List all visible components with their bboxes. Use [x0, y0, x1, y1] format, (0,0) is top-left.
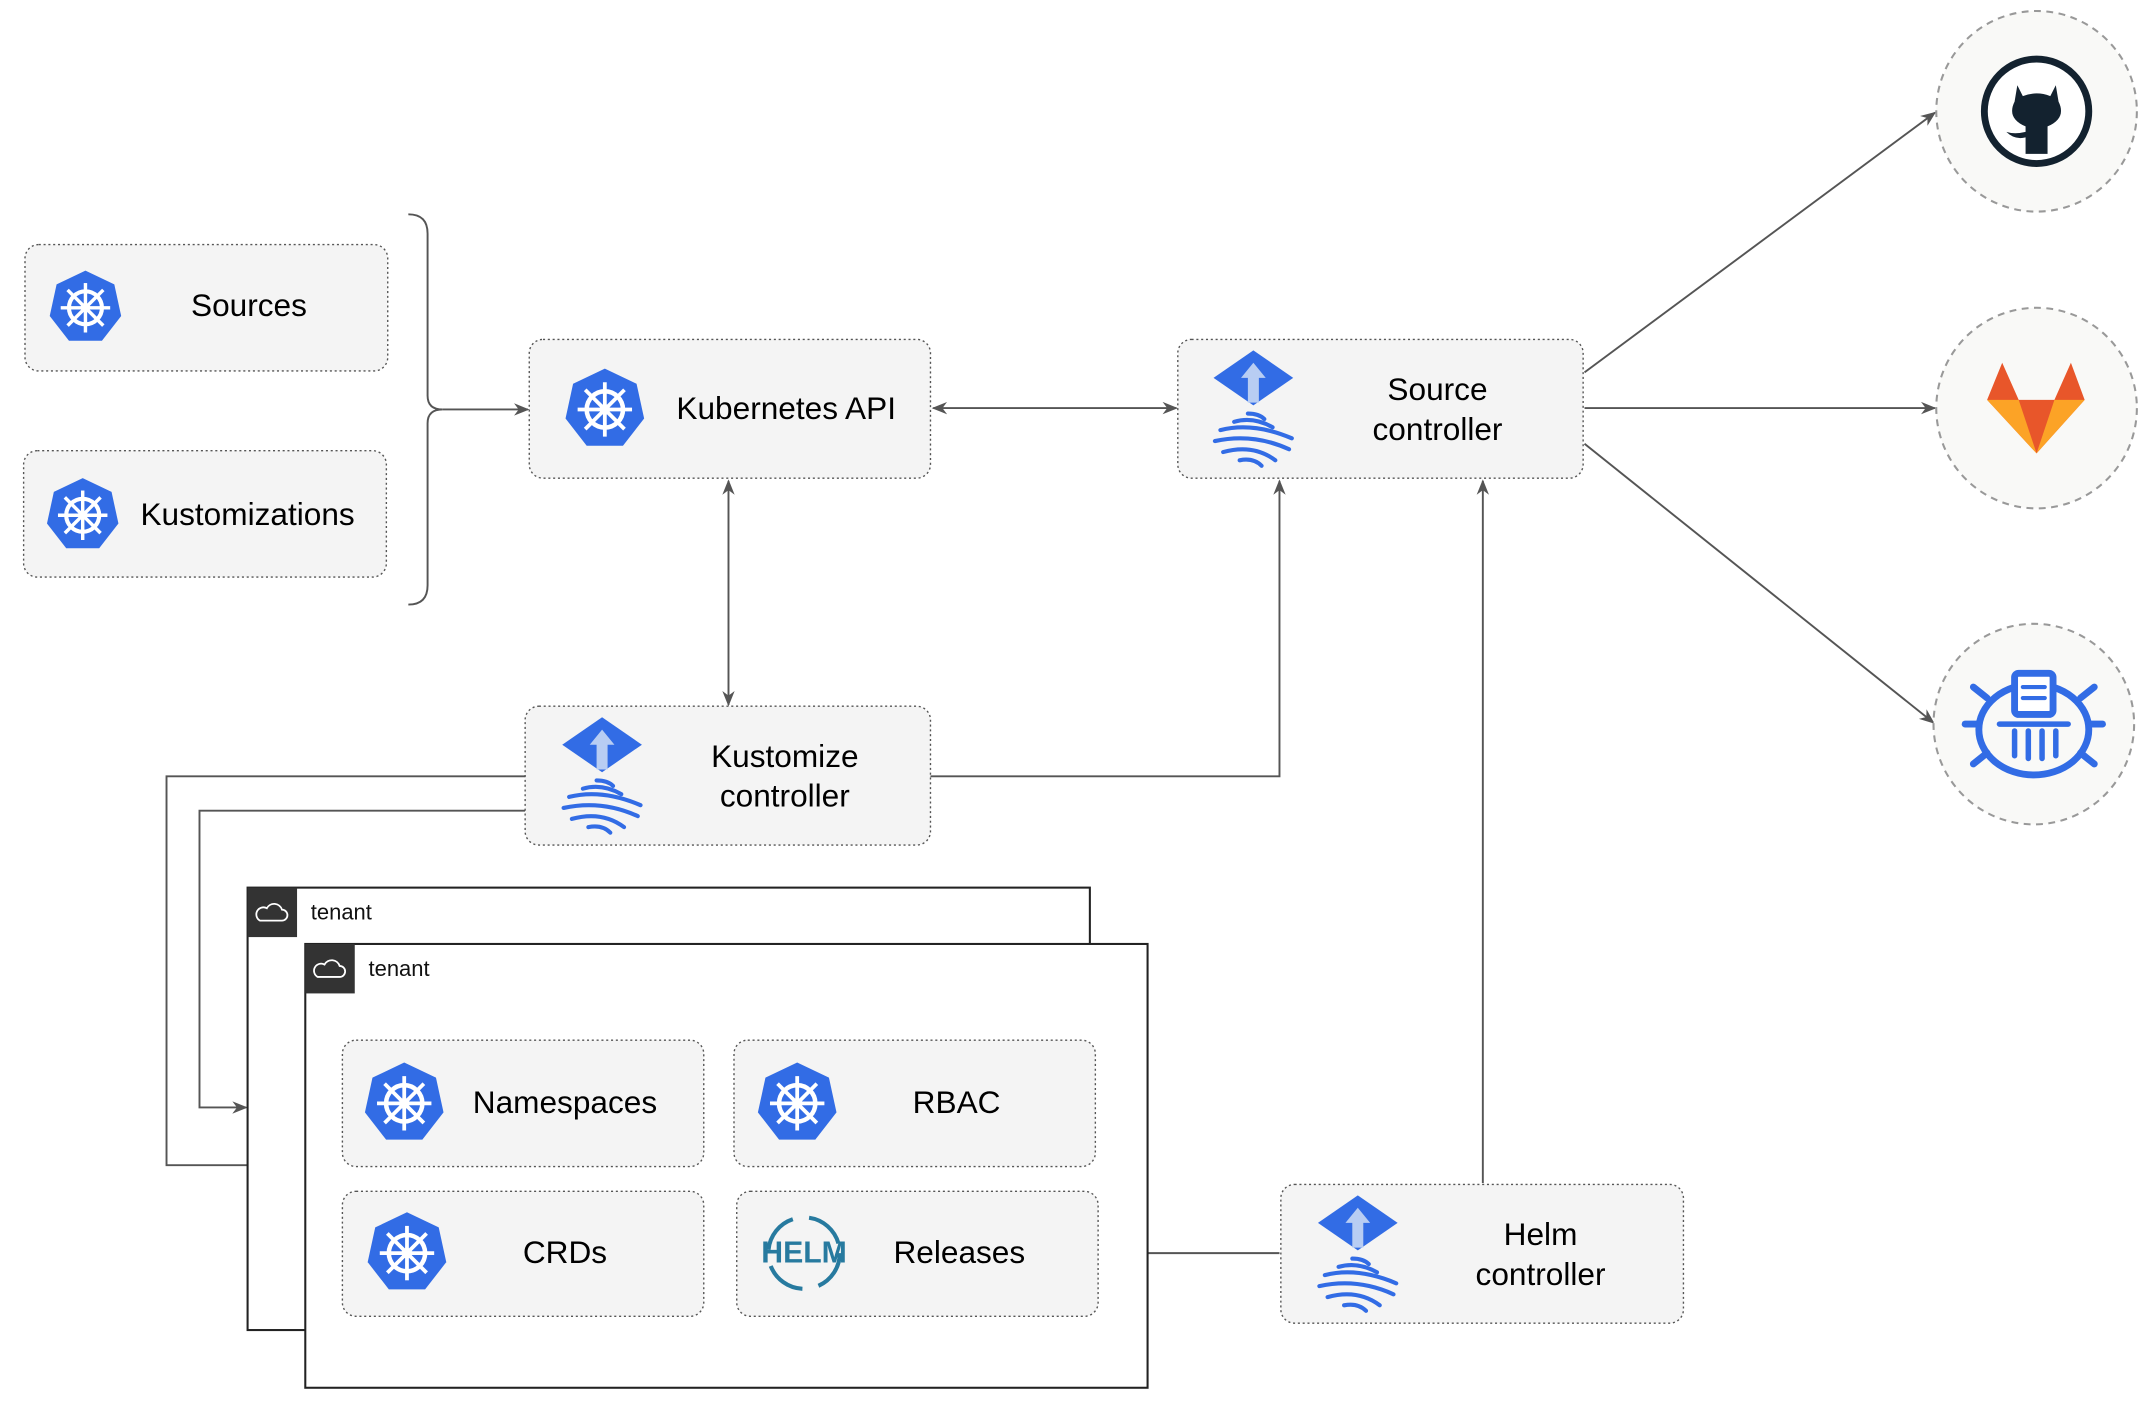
- node-kustomizations[interactable]: Kustomizations: [22, 449, 388, 578]
- node-helm-controller[interactable]: Helm controller: [1280, 1183, 1685, 1324]
- helm-repository-node[interactable]: [1932, 622, 2136, 826]
- cloud-icon: [313, 959, 346, 978]
- kustomize-controller-label-2: controller: [720, 778, 850, 814]
- arrow-kustomize-tenant-front: [165, 775, 526, 1172]
- node-releases[interactable]: HELM Releases: [736, 1190, 1099, 1318]
- node-namespaces[interactable]: Namespaces: [341, 1039, 705, 1168]
- gitlab-node[interactable]: [1935, 306, 2138, 510]
- kustomize-controller-label: Kustomize: [711, 738, 858, 774]
- sources-label: Sources: [191, 287, 307, 323]
- arrow-source-github: [1583, 111, 1937, 374]
- node-sources[interactable]: Sources: [24, 243, 389, 372]
- source-controller-label-2: controller: [1373, 411, 1503, 447]
- rbac-label: RBAC: [913, 1084, 1001, 1120]
- releases-label: Releases: [893, 1234, 1025, 1270]
- node-rbac[interactable]: RBAC: [733, 1039, 1097, 1168]
- crds-label: CRDs: [523, 1234, 607, 1270]
- node-kubernetes-api[interactable]: Kubernetes API: [528, 338, 932, 479]
- source-controller-label: Source: [1387, 371, 1487, 407]
- tenant-label: tenant: [369, 956, 430, 981]
- helm-icon: HELM: [761, 1215, 847, 1291]
- helm-logo-text: HELM: [761, 1236, 847, 1269]
- helm-repository-icon: [1961, 669, 2106, 779]
- kubernetes-api-label: Kubernetes API: [676, 390, 896, 426]
- arrow-kustomize-tenant-back: [198, 809, 526, 1114]
- node-kustomize-controller[interactable]: Kustomize controller: [524, 705, 932, 846]
- sources-brace: [408, 213, 443, 606]
- node-crds[interactable]: CRDs: [341, 1190, 705, 1318]
- arrow-kustomize-source: [930, 479, 1286, 778]
- github-icon: [1980, 55, 2093, 167]
- github-node[interactable]: [1935, 9, 2138, 213]
- cloud-icon: [255, 902, 289, 922]
- node-source-controller[interactable]: Source controller: [1177, 338, 1584, 479]
- tenant-label: tenant: [311, 900, 372, 925]
- helm-controller-label-2: controller: [1476, 1256, 1606, 1292]
- kustomizations-label: Kustomizations: [140, 496, 354, 532]
- helm-controller-label: Helm: [1504, 1216, 1578, 1252]
- arrow-source-helmrepo: [1583, 443, 1935, 724]
- gitlab-icon: [1987, 362, 2085, 454]
- namespaces-label: Namespaces: [473, 1084, 657, 1120]
